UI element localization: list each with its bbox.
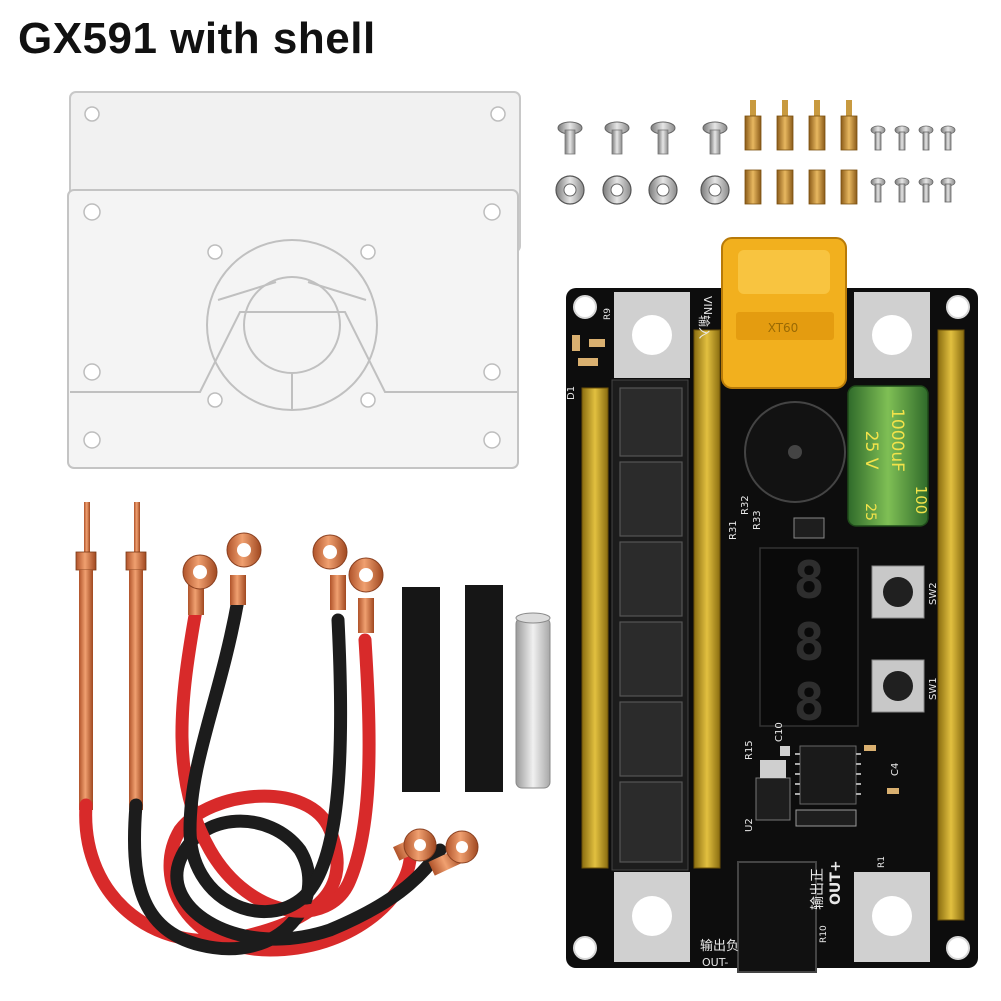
- capacitor-voltage-2: 25: [862, 503, 878, 521]
- small-screw-icon: [870, 177, 956, 203]
- terminal-pads: [614, 292, 930, 962]
- ref-c4: C4: [890, 763, 901, 776]
- brass-standoff-icon: [808, 100, 826, 151]
- sw2-button[interactable]: [871, 565, 925, 619]
- brass-standoff-icon: [776, 100, 794, 151]
- sw2-label: SW2: [928, 582, 939, 605]
- output-label: OUT+: [828, 860, 844, 905]
- vin-label: VIN: [701, 296, 714, 315]
- smd-components: [572, 335, 899, 794]
- buzzer-icon: [744, 401, 846, 503]
- hex-nut-icon: [602, 175, 632, 205]
- ref-r9: R9: [603, 308, 613, 320]
- product-title: GX591 with shell: [18, 14, 376, 63]
- ref-u2: U2: [744, 818, 755, 832]
- input-label: 输入: [697, 315, 712, 339]
- ref-r1: R1: [877, 856, 887, 868]
- output-pos-label: 输出正: [810, 868, 826, 910]
- silver-screw-icon: [604, 121, 630, 155]
- nickel-strip-roll: [515, 612, 551, 789]
- acrylic-back-holes: [84, 106, 506, 122]
- capacitor-value: 1000uF: [887, 408, 907, 472]
- silver-screw-icon: [650, 121, 676, 155]
- ref-c10: C10: [774, 722, 785, 742]
- hex-nut-icon: [555, 175, 585, 205]
- acrylic-shell: [67, 91, 521, 469]
- ring-terminal-icon: [312, 534, 348, 610]
- display-digit-top: 8: [793, 551, 824, 611]
- brass-spacer-icon: [744, 169, 858, 205]
- seven-segment-display: 8 8 8: [759, 547, 859, 733]
- sw1-button[interactable]: [871, 659, 925, 713]
- hex-nut-icon: [648, 175, 678, 205]
- xt60-label: XT60: [768, 321, 799, 335]
- ring-terminal-icon: [393, 828, 437, 862]
- dc-jack-icon: [737, 861, 817, 973]
- ring-terminal-icon: [348, 557, 384, 633]
- display-digit-bottom: 8: [793, 673, 824, 733]
- sw1-label: SW1: [928, 677, 939, 700]
- copper-welding-pen-icon: [75, 502, 97, 810]
- display-digit-mid: 8: [793, 613, 824, 673]
- ref-r31: R31: [728, 520, 739, 540]
- heat-shrink-tube: [465, 585, 503, 792]
- hex-nut-icon: [700, 175, 730, 205]
- fan-grille: [70, 239, 518, 411]
- header-pins: [795, 809, 857, 827]
- mosfet-array: [611, 379, 689, 871]
- ref-r10: R10: [819, 925, 829, 943]
- capacitor-voltage: 25 V: [861, 431, 881, 470]
- welding-cables: [75, 502, 479, 957]
- copper-welding-pen-icon: [125, 502, 147, 810]
- brass-standoff-icon: [840, 100, 858, 151]
- black-cable-2: [183, 593, 348, 919]
- heat-shrink-tube: [402, 587, 440, 792]
- brass-standoff-icon: [744, 100, 762, 151]
- capacitor-value-2: 100: [912, 486, 930, 515]
- hardware-kit: [555, 100, 956, 205]
- black-cable: [128, 798, 447, 956]
- electrolytic-capacitor-icon: 1000uF 25 V 100 25: [847, 385, 930, 527]
- ref-d1: D1: [566, 386, 577, 400]
- ring-terminal-icon: [226, 532, 262, 605]
- spot-welder-pcb: XT60 1000uF 25 V 100 25 8 8 8: [566, 237, 978, 973]
- gold-bus-bars: [581, 329, 965, 921]
- ref-r15: R15: [744, 740, 755, 760]
- heat-shrink-tubes: [402, 585, 503, 792]
- ring-terminal-icon: [182, 554, 218, 615]
- output-neg-label: 输出负: [700, 938, 739, 954]
- ref-r33: R33: [752, 510, 763, 530]
- ring-terminal-icon: [428, 830, 479, 876]
- pcb-mounting-holes: [573, 295, 970, 960]
- acrylic-front-holes: [83, 203, 501, 449]
- output-neg-label-2: OUT-: [702, 956, 728, 969]
- voltage-regulator-icon: [755, 760, 791, 821]
- acrylic-front-plate: [67, 189, 519, 469]
- ref-r32: R32: [740, 495, 751, 515]
- silver-screw-icon: [557, 121, 583, 155]
- xt60-connector-icon: XT60: [721, 237, 847, 389]
- silver-screw-icon: [702, 121, 728, 155]
- small-screw-icon: [870, 125, 956, 151]
- microcontroller-chip-icon: [795, 745, 861, 805]
